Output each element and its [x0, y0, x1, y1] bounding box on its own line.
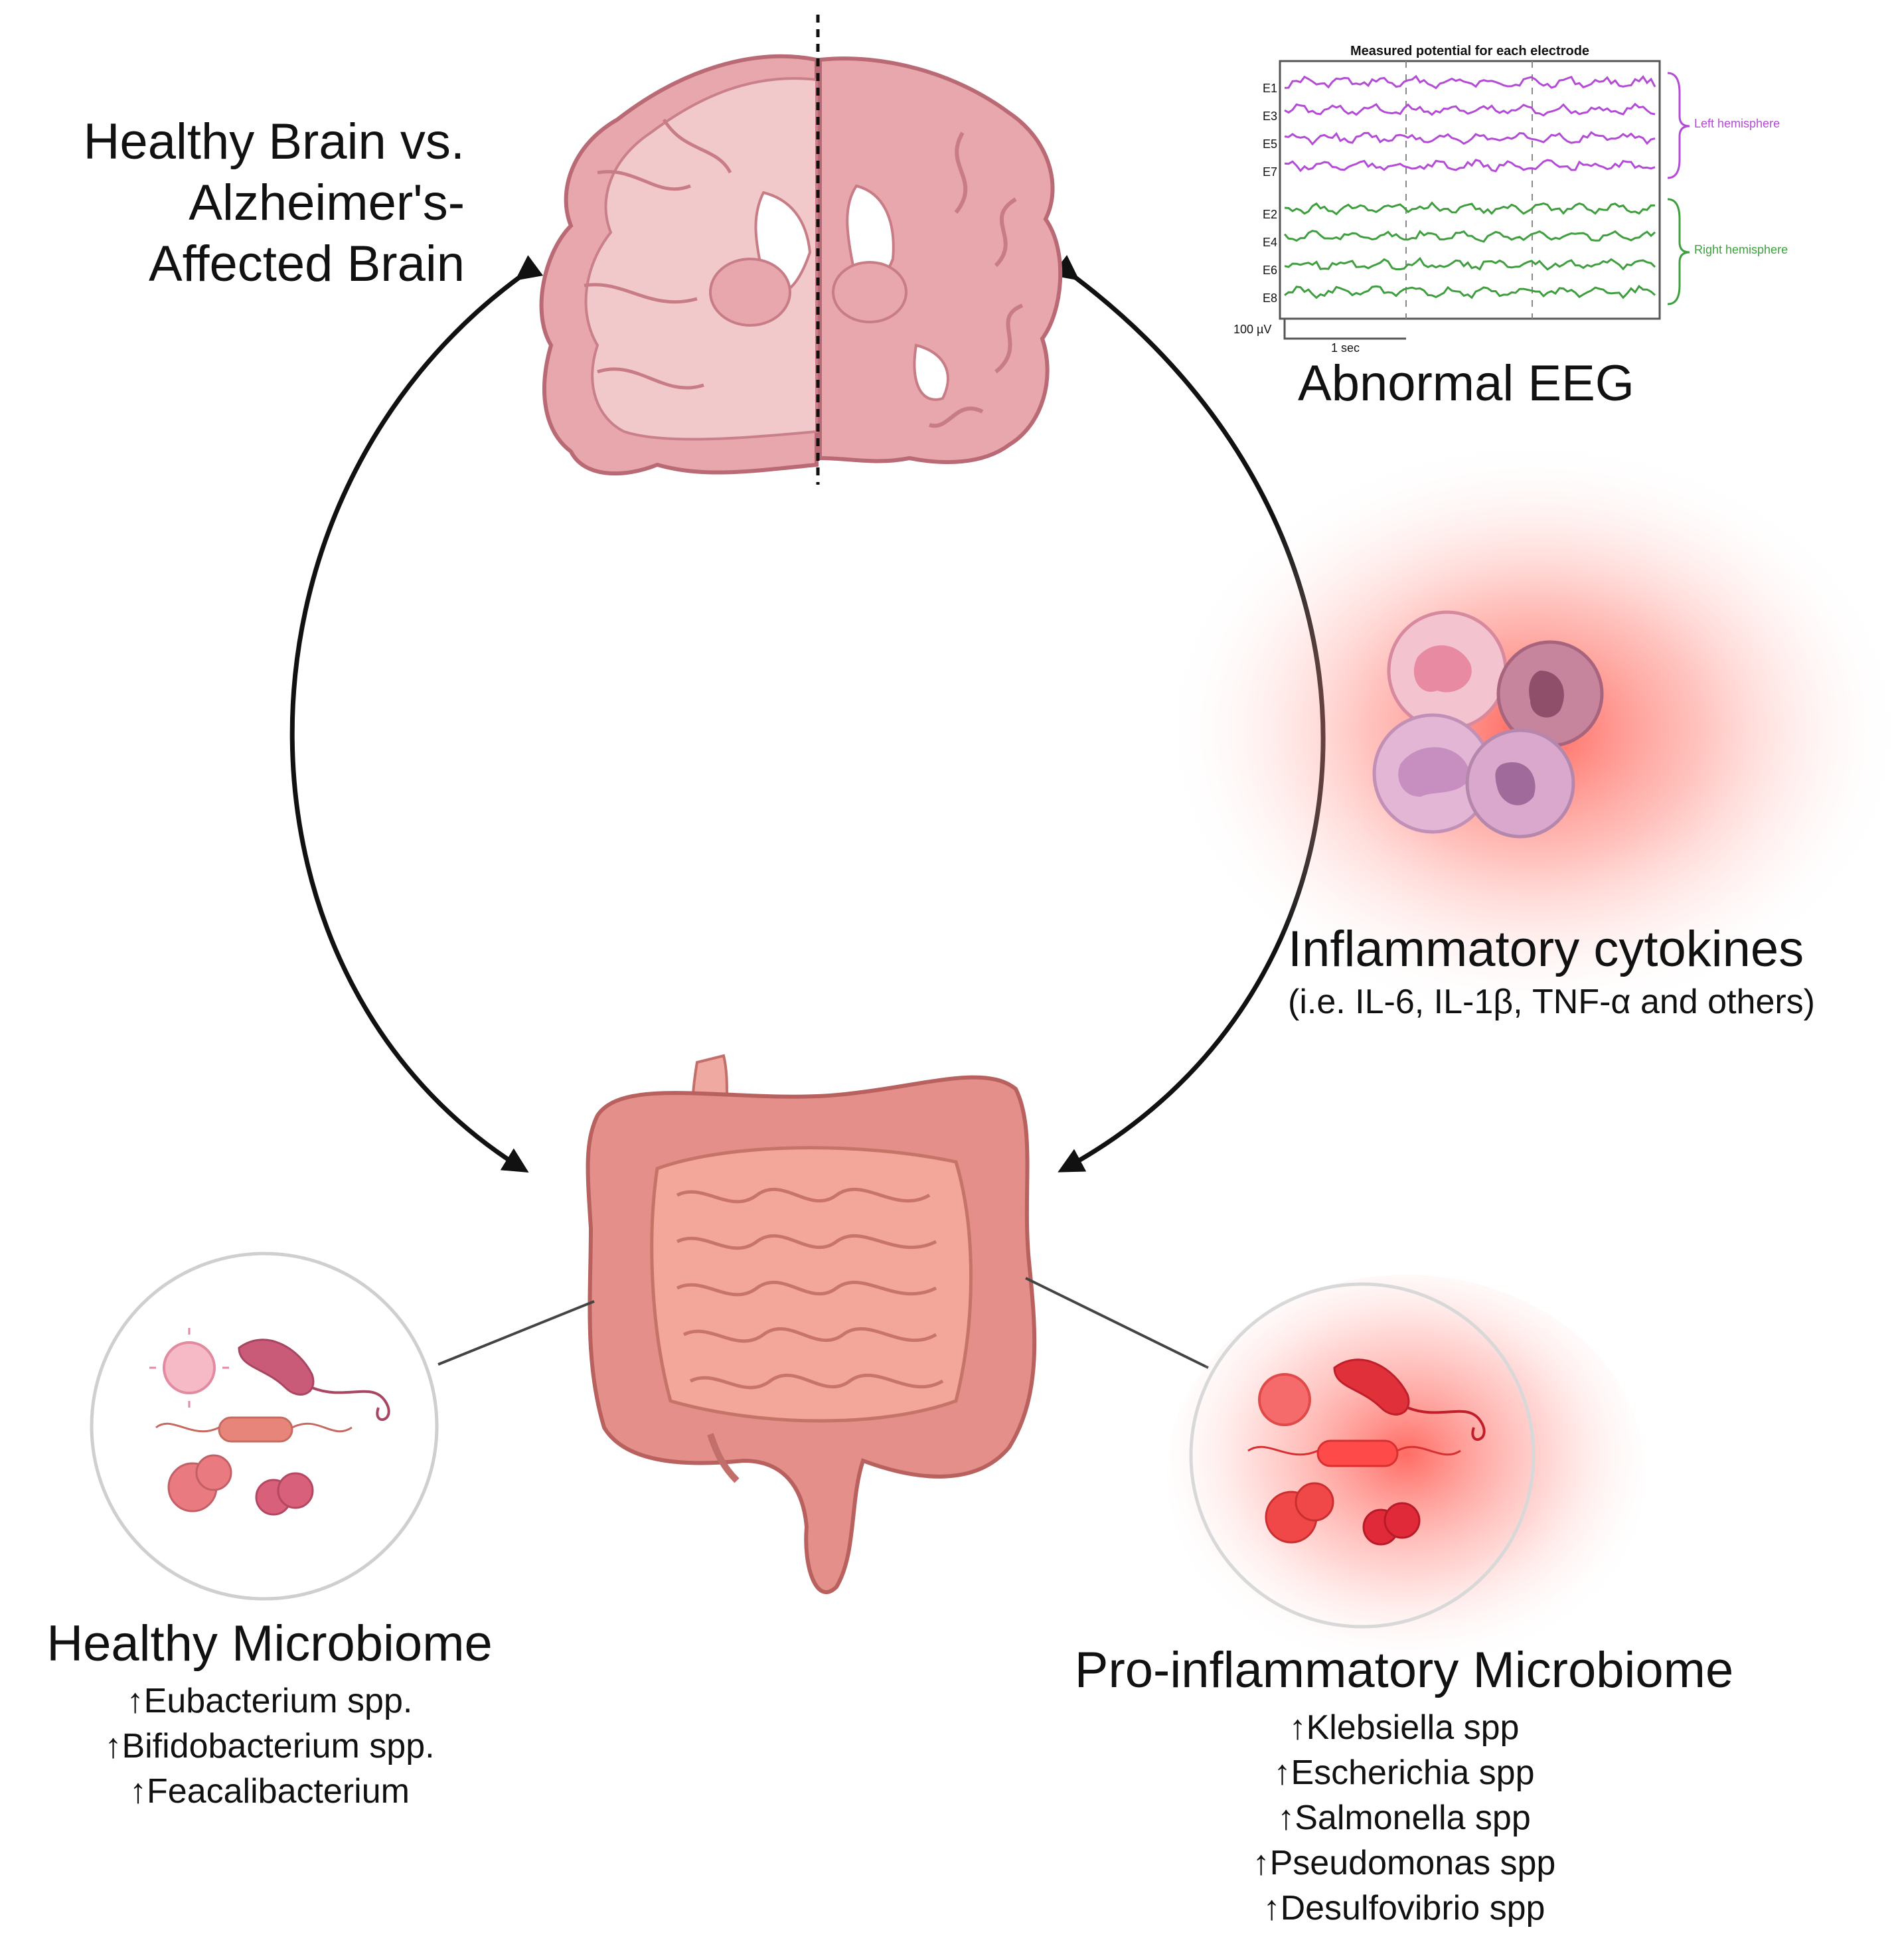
eeg-trace: [1284, 256, 1656, 271]
appendix: [707, 1433, 740, 1483]
right-hemisphere-label: Right hemisphere: [1694, 243, 1788, 256]
flagellated-bacterium-inflamed: [1316, 1439, 1399, 1467]
proinflammatory-microbiome-title: Pro-inflammatory Microbiome: [1074, 1642, 1734, 1698]
channel-label-e4: E4: [1262, 236, 1277, 249]
proinflammatory-taxon: ↑Pseudomonas spp: [1252, 1844, 1556, 1882]
eeg-frame: [1279, 60, 1661, 320]
channel-label-e6: E6: [1262, 264, 1277, 277]
healthy-microbiome-taxa: ↑Eubacterium spp. ↑Bifidobacterium spp. …: [17, 1678, 522, 1814]
eeg-trace: [1283, 230, 1656, 243]
channel-label-e1: E1: [1262, 82, 1277, 95]
eeg-traces: [1283, 74, 1656, 299]
eeg-trace: [1284, 74, 1656, 90]
healthy-connector-line: [437, 1300, 595, 1366]
left-hemisphere-label: Left hemisphere: [1694, 117, 1780, 130]
increase-arrow-icon: ↑: [1263, 1889, 1281, 1927]
left-hemisphere-brace: [1667, 72, 1690, 179]
channel-label-e2: E2: [1262, 208, 1277, 221]
proinflammatory-connector-line: [1025, 1277, 1209, 1369]
increase-arrow-icon: ↑: [1289, 1708, 1306, 1747]
increase-arrow-icon: ↑: [1273, 1754, 1291, 1792]
small-intestine: [650, 1146, 973, 1423]
proinflammatory-microbiome-taxa: ↑Klebsiella spp ↑Escherichia spp ↑Salmon…: [1022, 1705, 1786, 1931]
proinflammatory-taxon: ↑Salmonella spp: [1277, 1799, 1531, 1837]
virus-particle-inflamed: [1258, 1373, 1311, 1426]
intestines-illustration: [586, 1054, 1037, 1594]
proinflammatory-microbiome-circle: [1167, 1275, 1645, 1673]
brain-illustration: [539, 15, 1063, 485]
eeg-trace: [1284, 102, 1656, 117]
eeg-label: Abnormal EEG: [1298, 355, 1634, 412]
virus-particle: [163, 1341, 216, 1394]
flagellated-bacterium: [218, 1416, 293, 1443]
healthy-microbiome-title: Healthy Microbiome: [46, 1615, 493, 1672]
proinflammatory-taxon: ↑Klebsiella spp: [1289, 1708, 1520, 1747]
immune-cells-illustration: [1372, 610, 1604, 839]
eeg-left-channel-labels: E1 E3 E5 E7: [1248, 74, 1277, 186]
increase-arrow-icon: ↑: [1277, 1799, 1295, 1837]
increase-arrow-icon: ↑: [126, 1682, 144, 1720]
left-bidirectional-arrow: [289, 255, 544, 1173]
eeg-amplitude-scale: 100 µV: [1233, 323, 1272, 336]
brain-title-line-1: Healthy Brain vs.: [83, 114, 465, 170]
healthy-taxon: ↑Eubacterium spp.: [126, 1682, 413, 1720]
proinflammatory-taxon: ↑Escherichia spp: [1273, 1754, 1535, 1792]
channel-label-e7: E7: [1262, 165, 1277, 179]
eeg-time-scale: 1 sec: [1330, 341, 1360, 355]
healthy-taxon: ↑Feacalibacterium: [129, 1772, 410, 1811]
increase-arrow-icon: ↑: [104, 1727, 122, 1765]
eeg-right-channel-labels: E2 E4 E6 E8: [1248, 201, 1277, 312]
brain-title-line-2: Alzheimer's-: [189, 175, 465, 231]
channel-label-e5: E5: [1262, 137, 1277, 151]
diplococcus-inflamed: [1383, 1502, 1421, 1539]
eeg-trace: [1284, 201, 1655, 216]
eeg-trace: [1284, 159, 1656, 173]
channel-label-e3: E3: [1262, 110, 1277, 123]
rod-bacterium-inflamed: [1333, 1358, 1410, 1416]
alzheimers-hemisphere: [818, 56, 1063, 464]
cytokines-title: Inflammatory cytokines: [1288, 921, 1804, 977]
diplococcus: [277, 1472, 314, 1509]
eeg-trace: [1284, 284, 1656, 299]
right-hemisphere-brace: [1667, 198, 1690, 305]
healthy-taxon: ↑Bifidobacterium spp.: [104, 1727, 435, 1765]
channel-label-e8: E8: [1262, 291, 1277, 305]
eeg-chart-title: Measured potential for each electrode: [1350, 44, 1590, 58]
healthy-microbiome-circle: [90, 1252, 439, 1601]
brain-title-line-3: Affected Brain: [148, 236, 465, 292]
brain-title: Healthy Brain vs. Alzheimer's- Affected …: [40, 112, 465, 295]
eeg-scale-bar: [1283, 319, 1406, 340]
eeg-chart: [1279, 60, 1690, 340]
rod-bacterium: [238, 1339, 315, 1396]
increase-arrow-icon: ↑: [1252, 1844, 1270, 1882]
cytokines-subtitle: (i.e. IL-6, IL-1β, TNF-α and others): [1288, 983, 1815, 1021]
increase-arrow-icon: ↑: [129, 1772, 147, 1811]
proinflammatory-taxon: ↑Desulfovibrio spp: [1263, 1889, 1545, 1927]
eeg-trace: [1284, 131, 1656, 146]
